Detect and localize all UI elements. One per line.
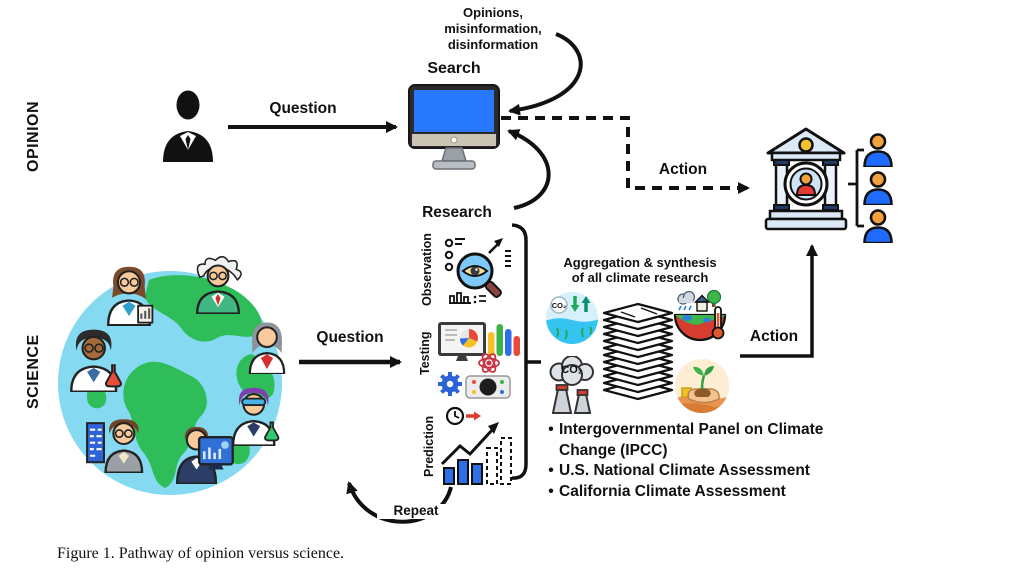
scientist-computer-icon [176, 426, 234, 484]
bullet-marker: • [548, 462, 554, 479]
bullet-marker: • [548, 482, 554, 500]
svg-text:CO₂: CO₂ [561, 364, 583, 376]
opinion-action-dashed-arrow [501, 116, 750, 194]
prediction-icon [440, 406, 512, 485]
desktop-computer-icon [408, 84, 500, 170]
misinformation-note-line: Opinions, [463, 5, 523, 20]
observation-icon [444, 238, 511, 304]
bullet-marker: • [548, 421, 554, 438]
research-curve-arrow [507, 129, 551, 210]
search-label: Search [427, 60, 481, 77]
citizen-icon [863, 171, 893, 205]
svg-text:CO₂: CO₂ [552, 301, 567, 310]
science-row-label: SCIENCE [25, 334, 42, 410]
aggregation-title: Aggregation & synthesis of all climate r… [550, 255, 730, 285]
building-citizens-bracket [848, 148, 864, 228]
list-item: • U.S. National Climate Assessment [543, 461, 903, 482]
government-building-icon [764, 127, 848, 231]
climate-impacts-icon [673, 289, 727, 342]
science-steps-bracket [511, 223, 528, 480]
assessment-text: Intergovernmental Panel on Climate Chang… [559, 421, 824, 459]
aggregation-title-line: of all climate research [571, 270, 709, 285]
list-item: • Intergovernmental Panel on Climate Cha… [543, 420, 903, 461]
research-label: Research [422, 204, 492, 221]
step-label-prediction: Prediction [422, 415, 436, 477]
assessment-list: • Intergovernmental Panel on Climate Cha… [543, 420, 903, 502]
repeat-arc-arrow [346, 481, 453, 524]
scientist-binary-icon [86, 419, 144, 473]
opinion-row-label: OPINION [25, 100, 42, 172]
misinformation-note: Opinions, misinformation, disinformation [408, 5, 578, 53]
assessment-text: U.S. National Climate Assessment [559, 462, 810, 479]
step-label-observation: Observation [420, 233, 434, 307]
citizen-icon [863, 209, 893, 243]
misinformation-curve-arrow [508, 32, 583, 116]
opinion-action-label: Action [658, 161, 708, 178]
aggregation-title-line: Aggregation & synthesis [563, 255, 717, 270]
carbon-cycle-icon: CO₂ [546, 292, 598, 344]
scientist-goggles-icon [231, 387, 280, 446]
citizen-icon [863, 133, 893, 167]
testing-icon [438, 322, 520, 399]
scientist-einstein-icon [196, 256, 242, 314]
opinion-question-label: Question [269, 100, 337, 117]
misinformation-note-line: misinformation, [444, 21, 542, 36]
assessment-text: California Climate Assessment [559, 482, 786, 500]
scientist-woman-chart-icon [107, 266, 154, 326]
science-question-label: Question [316, 329, 384, 346]
scientist-grayhair-icon [248, 322, 286, 374]
person-silhouette-icon [163, 90, 213, 162]
figure-caption: Figure 1. Pathway of opinion versus scie… [57, 545, 345, 562]
soil-plant-icon [675, 359, 729, 413]
paper-stack-icon [602, 302, 674, 401]
repeat-label: Repeat [377, 503, 455, 519]
co2-emissions-icon: CO₂ [549, 356, 594, 414]
list-item: • California Climate Assessment [543, 482, 903, 503]
science-action-label: Action [749, 328, 799, 345]
scientist-flask-icon [70, 329, 122, 392]
step-label-testing: Testing [418, 331, 432, 375]
misinformation-note-line: disinformation [447, 37, 539, 52]
science-action-arrow [740, 244, 818, 358]
